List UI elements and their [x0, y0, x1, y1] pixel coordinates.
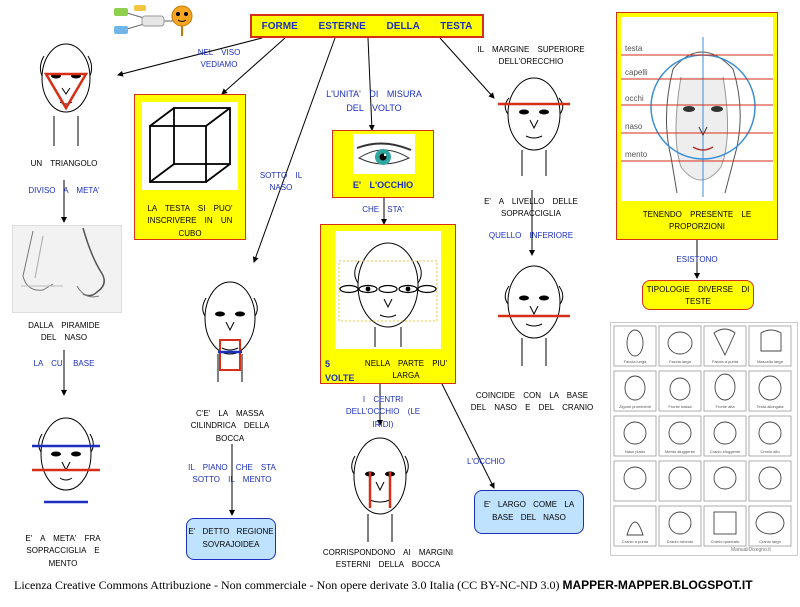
face-iris-graphic	[351, 437, 409, 542]
node-eye: E' L'OCCHIO	[352, 180, 414, 190]
edge-title-unit	[367, 37, 375, 131]
node-cube: LA TESTA SI PUO' INSCRIVERE IN UN CUBO	[147, 204, 233, 238]
proportions-box: testa capelli occhi naso mento TENENDO P…	[616, 12, 778, 240]
proportions-panel: testa capelli occhi naso mento	[621, 17, 773, 201]
edge-label-chin-plane: IL PIANO CHE STA SOTTO IL MENTO	[188, 463, 276, 485]
face-mouth-graphic	[202, 281, 258, 382]
node-pyramid: DALLA PIRAMIDE DEL NASO	[28, 321, 100, 343]
edge-title-nose	[252, 37, 336, 263]
sheet-caption-6: Fronte alta	[715, 404, 735, 409]
five-eyes-graphic	[338, 242, 438, 347]
edge-title-cube	[221, 37, 286, 95]
face-ear-illustration	[494, 70, 574, 178]
five-times-box: 5 VOLTE NELLA PARTE PIU' LARGA	[320, 224, 456, 384]
edge-title-ear	[439, 37, 495, 99]
node-types-label: TIPOLOGIE DIVERSE DI TESTE	[646, 285, 750, 307]
proportion-label-chin: mento	[625, 150, 648, 159]
proportion-label-nose: naso	[625, 122, 643, 131]
proportions-graphic	[621, 37, 773, 197]
edge-title-triangle	[117, 37, 263, 77]
edge-label-che-sta: CHE STA'	[362, 205, 404, 214]
sheet-caption-15: Cranio largo	[759, 539, 781, 544]
logo-graphic	[114, 5, 193, 36]
sheet-caption-5: Fronte bassa	[668, 404, 692, 409]
edge-label-exist: ESISTONO	[676, 255, 718, 264]
sheet-caption-2: Faccia a punta	[711, 359, 739, 364]
face-iris-illustration	[340, 426, 420, 544]
edge-label-under-nose: SOTTO IL NASO	[259, 171, 303, 193]
sheet-signature: ManualiDisegno.it	[731, 547, 771, 553]
cube-graphic	[149, 107, 231, 183]
face-triangle-graphic	[39, 43, 93, 146]
node-types: TIPOLOGIE DIVERSE DI TESTE	[642, 280, 754, 310]
sheet-caption-13: Cranio rotondo	[666, 539, 694, 544]
node-proportions: TENENDO PRESENTE LE PROPORZIONI	[642, 210, 752, 232]
node-five-times: 5 VOLTE	[325, 359, 355, 383]
head-types-sheet: Faccia lunga Faccia larga Faccia a punta…	[610, 322, 798, 556]
node-triangle: UN TRIANGOLO	[30, 159, 98, 168]
eye-graphic	[356, 142, 412, 165]
face-mouth-illustration	[190, 272, 270, 384]
sheet-caption-4: Zigomi prominenti	[619, 404, 651, 409]
five-eyes-panel	[335, 231, 441, 349]
nose-sketch-graphic	[21, 227, 105, 298]
node-half: E' A META' FRA SOPRACCIGLIA E MENTO	[25, 534, 101, 568]
face-lower-ear-graphic	[498, 265, 570, 366]
edge-label-in-face: NEL VISO VEDIAMO	[197, 48, 241, 70]
edge-label-the-eye: L'OCCHIO	[467, 457, 505, 466]
node-widest-part: NELLA PARTE PIU' LARGA	[364, 359, 448, 381]
node-nose-base: COINCIDE CON LA BASE DEL NASO E DEL CRAN…	[470, 391, 594, 413]
sheet-caption-10: Cranio sfuggente	[709, 449, 741, 454]
node-suprahyoid: E' DETTO REGIONE SOVRAJOIDEA	[186, 518, 276, 560]
edge-label-split: DIVISO A META'	[28, 186, 100, 195]
node-ear-margin: IL MARGINE SUPERIORE DELL'ORECCHIO	[477, 45, 585, 67]
node-eyebrow-level: E' A LIVELLO DELLE SOPRACCIGLIA	[484, 197, 578, 219]
edge-label-base: LA CUI BASE	[33, 359, 95, 368]
node-mouth-margins: CORRISPONDONO AI MARGINI ESTERNI DELLA B…	[322, 548, 454, 570]
sheet-caption-12: Cranio a punta	[621, 539, 649, 544]
nose-pyramid-sketch	[12, 225, 122, 313]
license-text: Licenza Creative Commons Attribuzione - …	[14, 578, 560, 592]
footer: Licenza Creative Commons Attribuzione - …	[14, 578, 753, 593]
sheet-caption-14: Cranio quadrato	[710, 539, 740, 544]
cube-panel	[142, 102, 238, 190]
cube-box: LA TESTA SI PUO' INSCRIVERE IN UN CUBO	[134, 94, 246, 240]
sheet-caption-11: Cranio alto	[760, 449, 780, 454]
eye-box: E' L'OCCHIO	[332, 130, 434, 198]
map-title: FORME ESTERNE DELLA TESTA	[250, 14, 484, 38]
node-eye-width: E' LARGO COME LA BASE DEL NASO	[474, 490, 584, 534]
proportion-label-eyes: occhi	[625, 94, 644, 103]
edge-label-unit: L'UNITA' DI MISURA DEL VOLTO	[326, 89, 422, 113]
face-half-graphic	[32, 417, 100, 504]
edge-label-lower: QUELLO INFERIORE	[488, 231, 574, 240]
site-link[interactable]: MAPPER-MAPPER.BLOGSPOT.IT	[562, 578, 753, 592]
sheet-caption-0: Faccia lunga	[623, 359, 647, 364]
face-ear-graphic	[498, 77, 570, 176]
eye-panel	[353, 134, 415, 174]
sheet-caption-8: Naso piatto	[624, 449, 646, 454]
edge-label-iris-centers: I CENTRI DELL'OCCHIO (LE IRIDI)	[345, 395, 421, 429]
face-half-illustration	[28, 404, 104, 528]
sheet-caption-7: Testa allungata	[756, 404, 784, 409]
proportion-label-head: testa	[625, 44, 643, 53]
proportion-label-hair: capelli	[625, 68, 648, 77]
edge-five-nose	[439, 379, 495, 489]
sheet-caption-1: Faccia larga	[669, 359, 691, 364]
face-triangle-illustration	[28, 26, 104, 154]
head-types-graphic	[613, 325, 792, 547]
sheet-caption-3: Mascella larga	[757, 359, 783, 364]
face-lower-ear-illustration	[494, 258, 574, 368]
mindmap-logo	[112, 4, 196, 38]
node-mouth-mass: C'E' LA MASSA CILINDRICA DELLA BOCCA	[190, 409, 270, 443]
sheet-caption-9: Mento sfuggente	[665, 449, 695, 454]
